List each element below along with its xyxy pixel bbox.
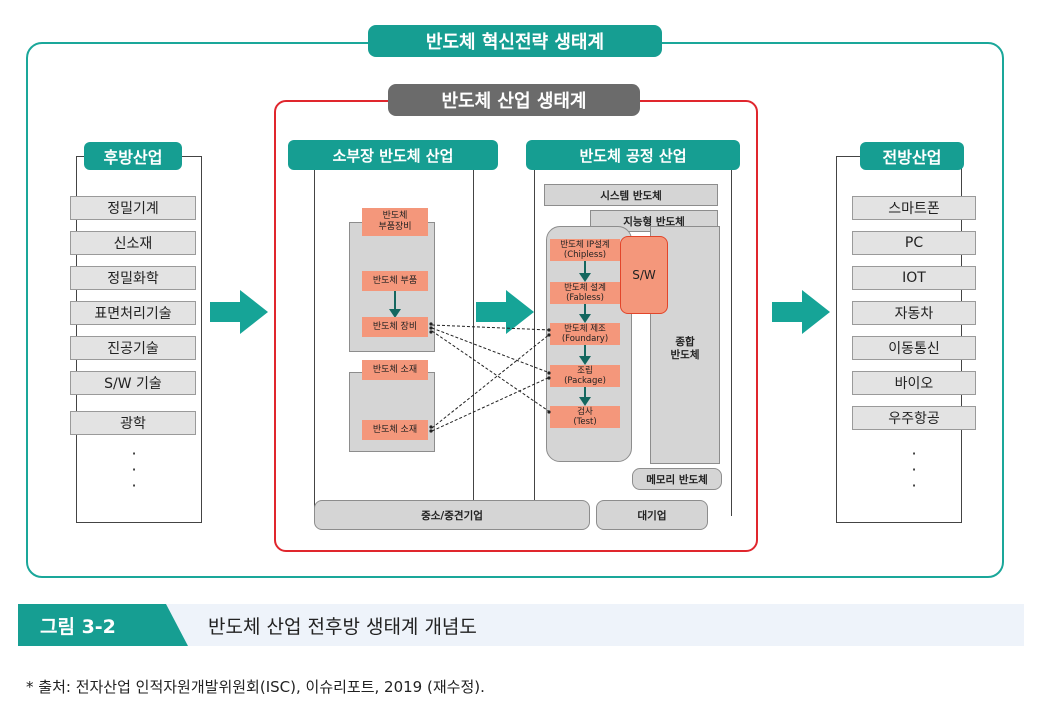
upstream-item: 바이오 <box>852 371 976 395</box>
large-company-bar: 대기업 <box>596 500 708 530</box>
parts-box: 반도체 부품 <box>362 271 428 291</box>
system-semiconductor-box: 시스템 반도체 <box>544 184 718 206</box>
figure-label: 그림 3-2 <box>18 604 188 646</box>
downstream-item: 표면처리기술 <box>70 301 196 325</box>
innovation-ecosystem-title: 반도체 혁신전략 생태계 <box>368 25 662 57</box>
upstream-item: 스마트폰 <box>852 196 976 220</box>
materials-group-label: 반도체 소재 <box>362 360 428 380</box>
figure-title: 반도체 산업 전후방 생태계 개념도 <box>208 615 477 638</box>
down-arrow-icon <box>579 345 591 365</box>
down-arrow-icon <box>579 261 591 282</box>
downstream-item: 광학 <box>70 411 196 435</box>
upstream-title: 전방산업 <box>860 142 964 170</box>
caption-bar <box>18 604 1024 646</box>
integrated-semiconductor-label: 종합 반도체 <box>670 336 700 361</box>
materials-section-title: 소부장 반도체 산업 <box>288 140 498 170</box>
source-note: * 출처: 전자산업 인적자원개발위원회(ISC), 이슈리포트, 2019 (… <box>26 678 485 696</box>
test-box: 검사 (Test) <box>550 406 620 428</box>
chipless-box: 반도체 IP설계 (Chipless) <box>550 239 620 261</box>
materials-group <box>349 372 435 452</box>
flow-arrow-icon <box>476 290 534 334</box>
upstream-item: PC <box>852 231 976 255</box>
fabless-box: 반도체 설계 (Fabless) <box>550 282 620 304</box>
industry-ecosystem-title: 반도체 산업 생태계 <box>388 84 640 116</box>
downstream-item: S/W 기술 <box>70 371 196 395</box>
downstream-item: 정밀화학 <box>70 266 196 290</box>
downstream-item: 정밀기계 <box>70 196 196 220</box>
downstream-item: 진공기술 <box>70 336 196 360</box>
upstream-item: 이동통신 <box>852 336 976 360</box>
materials-box: 반도체 소재 <box>362 420 428 440</box>
down-arrow-icon <box>389 291 401 318</box>
upstream-item: IOT <box>852 266 976 290</box>
upstream-item: 자동차 <box>852 301 976 325</box>
down-arrow-icon <box>579 304 591 323</box>
package-box: 조립 (Package) <box>550 365 620 387</box>
downstream-item: 신소재 <box>70 231 196 255</box>
process-section-title: 반도체 공정 산업 <box>526 140 740 170</box>
software-box: S/W <box>620 236 668 314</box>
downstream-title: 후방산업 <box>84 142 182 170</box>
memory-semiconductor-box: 메모리 반도체 <box>632 468 722 490</box>
flow-arrow-icon <box>210 290 268 334</box>
upstream-ellipsis: · · · <box>911 444 917 495</box>
equipment-box: 반도체 장비 <box>362 317 428 337</box>
downstream-ellipsis: · · · <box>131 444 137 495</box>
foundry-box: 반도체 제조 (Foundary) <box>550 323 620 345</box>
flow-arrow-icon <box>772 290 830 334</box>
parts-equipment-label: 반도체 부품장비 <box>362 208 428 236</box>
upstream-item: 우주항공 <box>852 406 976 430</box>
sme-bar: 중소/중견기업 <box>314 500 590 530</box>
down-arrow-icon <box>579 387 591 406</box>
